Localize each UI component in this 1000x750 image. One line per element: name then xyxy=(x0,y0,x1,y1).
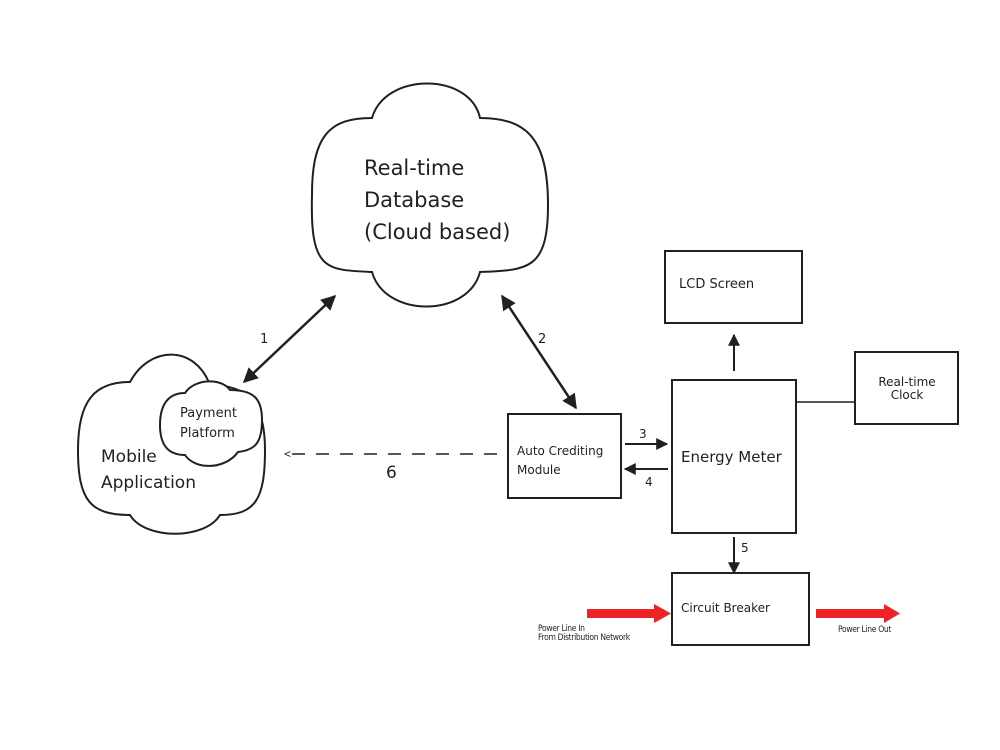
edge-4-label: 4 xyxy=(645,475,653,489)
power-line-out-label: Power Line Out xyxy=(838,625,892,635)
database-label-line: Real-time xyxy=(364,156,465,180)
database-cloud-shape xyxy=(310,82,550,308)
auto-crediting-label-line: Module xyxy=(517,463,561,477)
edge-6-label: 6 xyxy=(386,463,397,483)
edge-2-label: 2 xyxy=(538,332,547,347)
circuit-breaker-box xyxy=(671,572,810,646)
power-line-in-text: Power Line In xyxy=(538,624,585,634)
edge-5-label: 5 xyxy=(741,541,749,555)
edge-1-arrow xyxy=(242,294,337,384)
real-time-clock-label: Real-time Clock xyxy=(868,376,946,402)
mobile-app-label-line: Application xyxy=(101,473,196,493)
rtc-label-line: Real-time xyxy=(878,375,936,389)
payment-platform-label-line: Payment xyxy=(180,406,237,421)
database-label: Real-time Database (Cloud based) xyxy=(364,152,510,248)
edge-1-label: 1 xyxy=(260,332,269,347)
auto-crediting-module-box xyxy=(507,413,622,499)
payment-platform-label: Payment Platform xyxy=(180,404,237,444)
power-line-in-text: From Distribution Network xyxy=(538,633,630,643)
power-line-in-label: Power Line In From Distribution Network xyxy=(538,625,630,643)
energy-meter-box xyxy=(671,379,797,534)
database-label-line: Database xyxy=(364,188,465,212)
edge-2-arrow xyxy=(500,294,578,410)
power-out-arrow xyxy=(816,604,900,623)
database-label-line: (Cloud based) xyxy=(364,220,511,244)
mobile-app-label-line: Mobile xyxy=(101,447,157,467)
circuit-breaker-label: Circuit Breaker xyxy=(681,601,770,615)
payment-platform-label-line: Platform xyxy=(180,426,235,441)
payment-platform-cloud-shape xyxy=(158,380,264,467)
real-time-clock-box xyxy=(854,351,959,425)
auto-crediting-label: Auto Crediting Module xyxy=(517,442,603,480)
lcd-screen-box xyxy=(664,250,803,324)
energy-meter-label: Energy Meter xyxy=(681,448,782,466)
edge-3-label: 3 xyxy=(639,427,647,441)
rtc-label-line: Clock xyxy=(890,388,924,402)
auto-crediting-label-line: Auto Crediting xyxy=(517,444,604,458)
mobile-app-label: Mobile Application xyxy=(101,444,196,496)
lcd-screen-label: LCD Screen xyxy=(679,277,755,292)
power-in-arrow xyxy=(587,604,671,623)
